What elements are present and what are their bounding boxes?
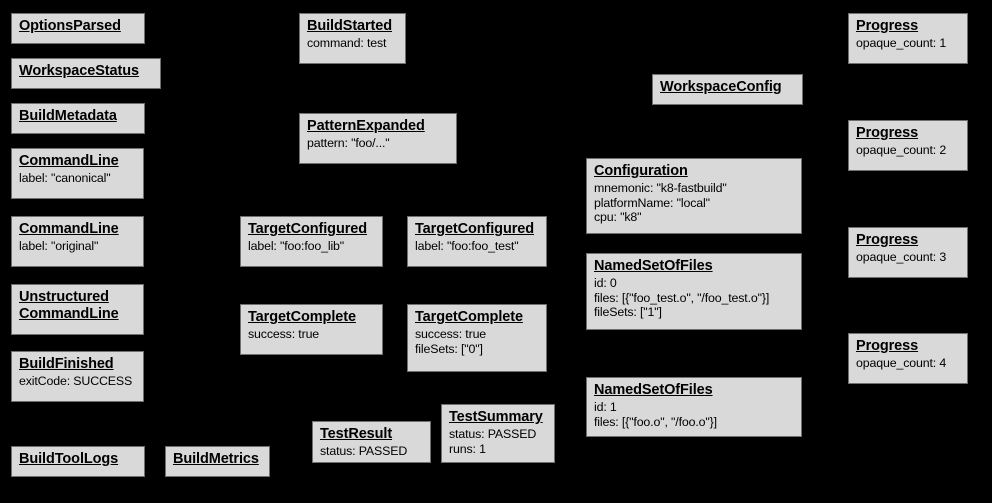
node-field: id: 1 [594, 400, 617, 415]
node-title: TestSummary [449, 409, 543, 425]
node-field: opaque_count: 1 [856, 36, 947, 51]
node-field: success: true [248, 327, 320, 342]
node-field: pattern: "foo/..." [307, 136, 390, 151]
node-workspace-config[interactable]: WorkspaceConfig [652, 74, 803, 105]
node-title: TargetConfigured [415, 221, 534, 237]
node-progress-1[interactable]: Progress opaque_count: 1 [848, 13, 968, 64]
node-command-line-canonical[interactable]: CommandLine label: "canonical" [11, 148, 144, 199]
node-build-metrics[interactable]: BuildMetrics [165, 446, 270, 477]
node-title: WorkspaceConfig [660, 79, 782, 95]
node-title: Configuration [594, 163, 688, 179]
node-target-configured-lib[interactable]: TargetConfigured label: "foo:foo_lib" [240, 216, 383, 267]
node-field: mnemonic: "k8-fastbuild" [594, 181, 727, 196]
node-field: label: "original" [19, 239, 99, 254]
node-title: Progress [856, 125, 919, 141]
node-field: fileSets: ["0"] [415, 341, 483, 356]
node-field: fileSets: ["1"] [594, 305, 662, 320]
node-title: NamedSetOfFiles [594, 258, 713, 274]
node-field: command: test [307, 36, 387, 51]
node-field: id: 0 [594, 276, 617, 291]
node-title: TestResult [320, 426, 393, 442]
node-progress-4[interactable]: Progress opaque_count: 4 [848, 333, 968, 384]
node-field: cpu: "k8" [594, 210, 642, 225]
node-field: opaque_count: 3 [856, 250, 947, 265]
node-field: label: "foo:foo_test" [415, 239, 519, 254]
node-field: opaque_count: 4 [856, 356, 947, 371]
node-build-tool-logs[interactable]: BuildToolLogs [11, 446, 145, 477]
node-title: Progress [856, 338, 919, 354]
node-field: label: "canonical" [19, 171, 111, 186]
node-build-started[interactable]: BuildStarted command: test [299, 13, 406, 64]
node-title: NamedSetOfFiles [594, 382, 713, 398]
node-field: exitCode: SUCCESS [19, 374, 133, 389]
node-configuration[interactable]: Configuration mnemonic: "k8-fastbuild"pla… [586, 158, 802, 234]
node-title: PatternExpanded [307, 118, 425, 134]
node-field: runs: 1 [449, 441, 486, 456]
node-title: Progress [856, 232, 919, 248]
node-title: TargetComplete [415, 309, 523, 325]
node-field: files: [{"foo.o", "/foo.o"}] [594, 414, 717, 429]
node-workspace-status[interactable]: WorkspaceStatus [11, 58, 161, 89]
node-field: label: "foo:foo_lib" [248, 239, 345, 254]
node-title: WorkspaceStatus [19, 63, 139, 79]
node-test-result[interactable]: TestResult status: PASSED [312, 421, 431, 463]
node-target-configured-test[interactable]: TargetConfigured label: "foo:foo_test" [407, 216, 547, 267]
node-title: Unstructured CommandLine [19, 289, 119, 323]
node-title: CommandLine [19, 153, 119, 169]
node-build-finished[interactable]: BuildFinished exitCode: SUCCESS [11, 351, 144, 402]
node-title: TargetConfigured [248, 221, 367, 237]
node-title: BuildMetrics [173, 451, 259, 467]
node-build-metadata[interactable]: BuildMetadata [11, 103, 145, 134]
node-title: BuildFinished [19, 356, 114, 372]
node-unstructured-command-line[interactable]: Unstructured CommandLine [11, 284, 144, 335]
node-pattern-expanded[interactable]: PatternExpanded pattern: "foo/..." [299, 113, 457, 164]
node-title: BuildToolLogs [19, 451, 119, 467]
node-field: platformName: "local" [594, 195, 710, 210]
node-title: OptionsParsed [19, 18, 121, 34]
node-field: success: true [415, 327, 487, 342]
node-title: TargetComplete [248, 309, 356, 325]
node-field: opaque_count: 2 [856, 143, 947, 158]
node-target-complete-lib[interactable]: TargetComplete success: true [240, 304, 383, 355]
node-field: status: PASSED [449, 427, 537, 442]
node-title: CommandLine [19, 221, 119, 237]
node-field: status: PASSED [320, 444, 408, 459]
node-command-line-original[interactable]: CommandLine label: "original" [11, 216, 144, 267]
node-title: BuildMetadata [19, 108, 117, 124]
node-title: BuildStarted [307, 18, 393, 34]
node-progress-2[interactable]: Progress opaque_count: 2 [848, 120, 968, 171]
node-progress-3[interactable]: Progress opaque_count: 3 [848, 227, 968, 278]
node-field: files: [{"foo_test.o", "/foo_test.o"}] [594, 290, 770, 305]
node-title: Progress [856, 18, 919, 34]
node-options-parsed[interactable]: OptionsParsed [11, 13, 145, 44]
